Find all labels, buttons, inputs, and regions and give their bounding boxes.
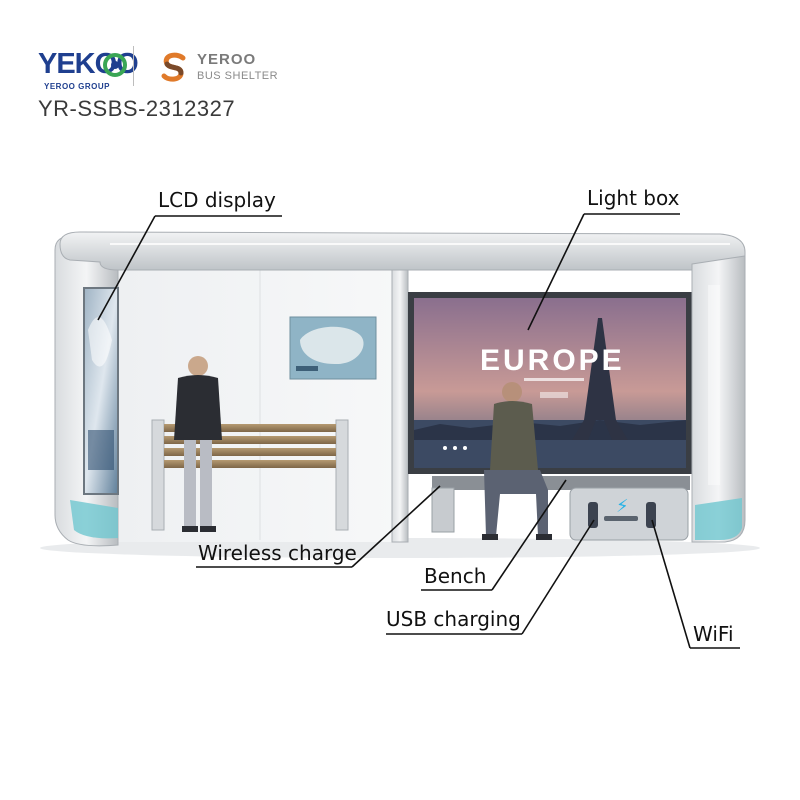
map-poster — [289, 316, 377, 380]
model-number: YR-SSBS-2312327 — [38, 96, 236, 121]
callout-bench: Bench — [424, 564, 487, 588]
lightning-icon: ⚡ — [616, 496, 629, 517]
callout-wifi: WiFi — [693, 622, 734, 646]
yekoo-ring-icon — [103, 53, 127, 77]
yekoo-group-text: YEROO GROUP — [44, 82, 110, 91]
roof — [59, 231, 746, 271]
right-end-pillar — [691, 255, 746, 543]
callout-usb-charging: USB charging — [386, 607, 521, 631]
callout-lcd-display: LCD display — [158, 188, 276, 212]
yeroo-subtitle: BUS SHELTER — [197, 70, 279, 82]
brand-divider — [133, 46, 134, 86]
yekoo-logo: YEKOO YEROO GROUP — [38, 42, 139, 92]
middle-post — [391, 269, 409, 543]
callout-light-box: Light box — [587, 186, 680, 210]
eiffel-tower-icon — [572, 318, 628, 440]
yeroo-s-logo-icon — [161, 52, 186, 82]
yeroo-name: YEROO — [197, 51, 257, 68]
poster-headline: EUROPE — [480, 344, 625, 377]
callout-lines — [97, 213, 740, 649]
standing-person — [174, 356, 222, 532]
callout-wireless-charge: Wireless charge — [198, 541, 357, 565]
seated-person — [482, 382, 552, 540]
bench-right — [431, 476, 690, 541]
bench-left — [151, 419, 349, 531]
